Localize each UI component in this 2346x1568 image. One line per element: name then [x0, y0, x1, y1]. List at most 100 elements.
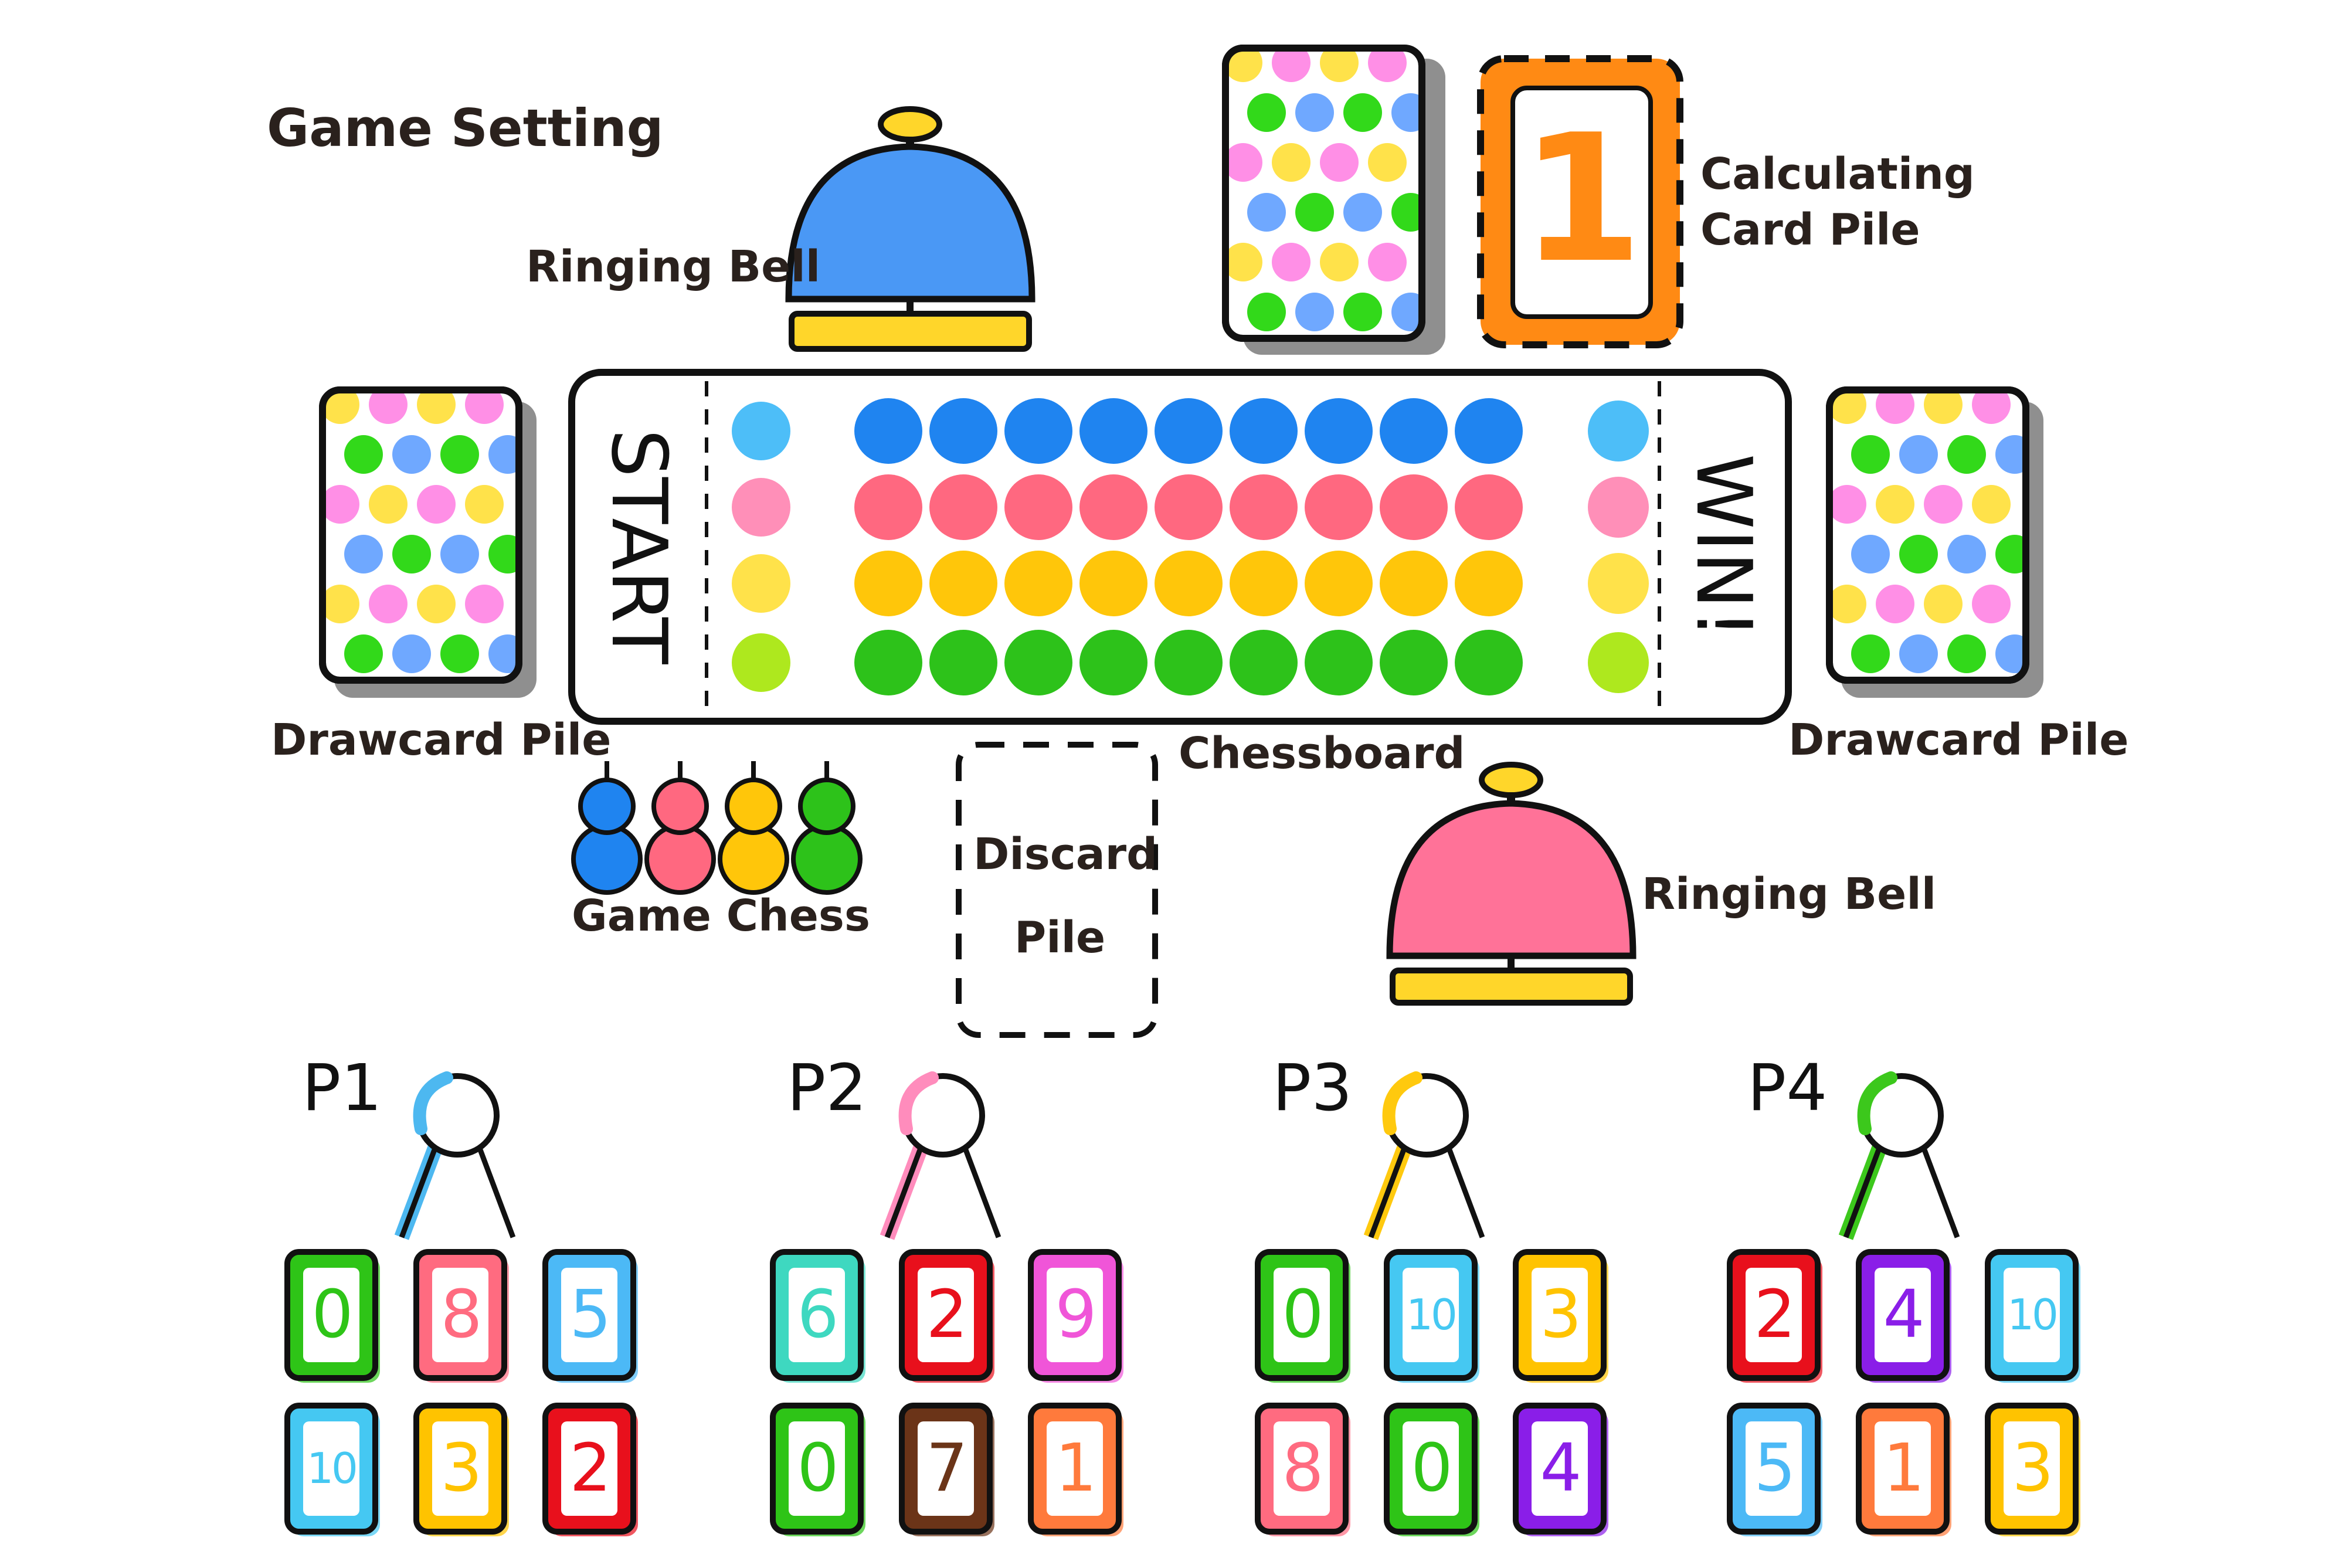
track-space-pink — [1230, 474, 1298, 540]
card-back-dot — [1947, 535, 1986, 573]
calc-card-number: 1 — [1520, 97, 1643, 301]
start-slot-pink — [732, 478, 790, 537]
player-card-face — [789, 1421, 845, 1516]
track-space-green — [1230, 630, 1298, 695]
player-card-value: 8 — [440, 1277, 482, 1353]
player-card-face — [1532, 1268, 1588, 1362]
discard-label-line1: Discard — [973, 829, 1158, 880]
player-card-face — [2004, 1268, 2060, 1362]
player-card-value: 9 — [1055, 1277, 1096, 1353]
card-back-dot — [1899, 634, 1938, 673]
track-space-yellow — [854, 551, 922, 616]
chess-piece-pink — [644, 761, 716, 895]
track-space-yellow — [1079, 551, 1147, 616]
chessboard-label: Chessboard — [1179, 728, 1465, 779]
track-space-green — [854, 630, 922, 695]
card-back-dot — [440, 535, 479, 573]
player-card-face — [1274, 1268, 1330, 1362]
track-space-pink — [854, 474, 922, 540]
card-back-dot — [1320, 48, 1359, 82]
start-slot-green — [732, 633, 790, 692]
calc-pile-label-line2: Card Pile — [1700, 205, 1920, 255]
win-slot-pink — [1588, 477, 1649, 538]
player-card-value: 10 — [307, 1444, 358, 1493]
player-card-value: 8 — [1282, 1430, 1323, 1506]
card-back-dot — [1368, 143, 1407, 182]
card-back-dot — [465, 390, 504, 424]
player-card-value: 4 — [1883, 1277, 1924, 1353]
player-card-value: 0 — [1411, 1430, 1452, 1506]
card-back-dot — [1343, 93, 1382, 132]
track-space-yellow — [1455, 551, 1523, 616]
calc-pile-label-line1: Calculating — [1700, 149, 1975, 199]
card-back-dot — [1368, 48, 1407, 82]
card-back-dot — [1272, 243, 1310, 281]
start-slot-blue — [732, 402, 790, 460]
card-back-dot — [1320, 143, 1359, 182]
card-back-dot — [1272, 143, 1310, 182]
card-back-dot — [1247, 293, 1286, 331]
card-back-dot — [1247, 93, 1286, 132]
discard-label-line2: Pile — [1014, 912, 1106, 963]
player-card-face — [789, 1268, 845, 1362]
track-space-green — [1455, 630, 1523, 695]
card-back-dot — [1876, 585, 1914, 623]
player-pawn-icon-3 — [1363, 1071, 1485, 1240]
track-space-yellow — [1230, 551, 1298, 616]
player-card-face — [432, 1268, 488, 1362]
win-slot-blue — [1588, 401, 1649, 461]
track-space-blue — [1380, 398, 1448, 464]
track-space-blue — [1230, 398, 1298, 464]
card-back-dot — [344, 435, 383, 474]
card-back-dot — [1924, 485, 1963, 524]
track-space-green — [1079, 630, 1147, 695]
card-back-dot — [1343, 293, 1382, 331]
card-back-dot — [1225, 143, 1262, 182]
card-back-dot — [1851, 435, 1890, 474]
card-back-dot — [1295, 93, 1334, 132]
track-space-yellow — [1004, 551, 1072, 616]
player-card-value: 10 — [2007, 1290, 2059, 1339]
start-slot-yellow — [732, 554, 790, 613]
card-back-dot — [1947, 634, 1986, 673]
track-space-yellow — [1155, 551, 1223, 616]
drawcard-left-label: Drawcard Pile — [271, 715, 612, 765]
card-back-dot — [440, 435, 479, 474]
player-card-value: 2 — [926, 1277, 967, 1353]
track-space-pink — [1155, 474, 1223, 540]
player-card-value: 3 — [2012, 1430, 2053, 1506]
card-back-dot — [369, 585, 408, 623]
card-back-dot — [1343, 193, 1382, 232]
player-card-face — [2004, 1421, 2060, 1516]
player-card-face — [561, 1421, 617, 1516]
card-back-dot — [417, 585, 456, 623]
chess-piece-blue — [571, 761, 643, 895]
calculating-card — [1477, 55, 1683, 348]
track-space-pink — [1305, 474, 1373, 540]
player-card-face — [1403, 1268, 1459, 1362]
card-back-dot — [1924, 390, 1963, 424]
ringing-bell-top — [785, 106, 1036, 352]
player-card-face — [1532, 1421, 1588, 1516]
track-space-green — [929, 630, 997, 695]
track-space-blue — [1004, 398, 1072, 464]
deck-right — [1826, 386, 2043, 698]
player-card-face — [1746, 1268, 1802, 1362]
player-card-value: 0 — [311, 1277, 353, 1353]
card-back-dot — [1972, 390, 2011, 424]
card-back-dot — [344, 535, 383, 573]
card-back-dot — [465, 585, 504, 623]
player-card-value: 4 — [1540, 1430, 1581, 1506]
player-card-value: 2 — [1754, 1277, 1795, 1353]
player-card-face — [1746, 1421, 1802, 1516]
track-space-pink — [1004, 474, 1072, 540]
chess-piece-green — [791, 761, 863, 895]
chessboard — [568, 369, 1792, 725]
players — [284, 1071, 2080, 1536]
card-back-dot — [1247, 193, 1286, 232]
player-card-face — [303, 1268, 359, 1362]
deck-top — [1222, 45, 1445, 355]
track-space-green — [1155, 630, 1223, 695]
